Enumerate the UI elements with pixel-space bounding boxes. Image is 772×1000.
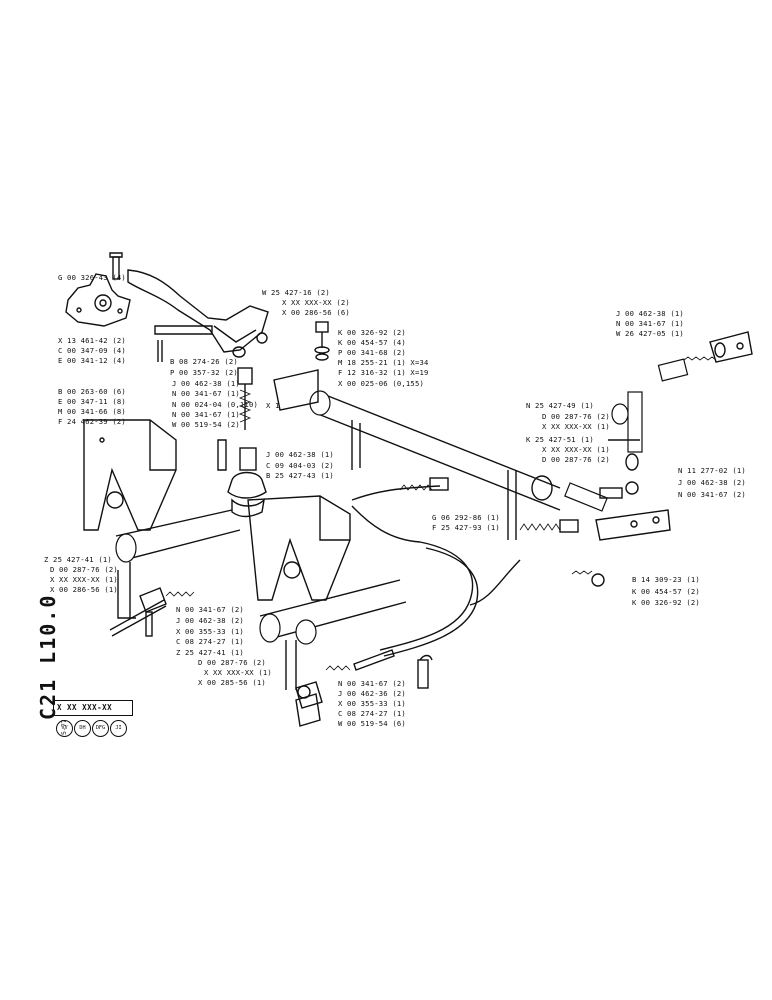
- label-n-00-341-67-b: N 00 341-67 (1): [172, 410, 240, 419]
- centre-shaft: [259, 579, 407, 709]
- label-f-25-427-93: F 25 427-93 (1): [432, 523, 500, 532]
- label-p-00-357-32: P 00 357-32 (2): [170, 368, 238, 377]
- label-n-00-341-67-a: N 00 341-67 (1): [172, 389, 240, 398]
- label-m-00-341-66: M 00 341-66 (8): [58, 407, 126, 416]
- label-b-25-427-43: B 25 427-43 (1): [266, 471, 334, 480]
- label-g-00-326-43: G 00 326-43 (4): [58, 273, 126, 282]
- label-x-00-355-33-a: X 00 355-33 (1): [176, 627, 244, 636]
- label-xx-4: X XX XXX-XX (1): [50, 575, 118, 584]
- label-xx-5: X XX XXX-XX (1): [204, 668, 272, 677]
- label-b-08-274-26: B 08 274-26 (2): [170, 357, 238, 366]
- pedal-bracket: [127, 269, 269, 362]
- label-n-11-277-02: N 11 277-02 (1): [678, 466, 746, 475]
- variant-badge-4: JI: [110, 720, 127, 737]
- label-c-00-347-09: C 00 347-09 (4): [58, 346, 126, 355]
- label-j-00-462-38-b: J 00 462-38 (1): [266, 450, 334, 459]
- right-lever: [608, 391, 643, 471]
- label-d-00-287-76-b: D 00 287-76 (2): [542, 455, 610, 464]
- label-b-00-263-60: B 00 263-60 (6): [58, 387, 126, 396]
- left-shaft: [109, 509, 241, 637]
- label-n-00-341-67-d: N 00 341-67 (2): [678, 490, 746, 499]
- label-x1: X 1: [266, 401, 280, 410]
- label-x-00-286-56-b: X 00 286-56 (1): [50, 585, 118, 594]
- label-j-00-462-38-e: J 00 462-38 (2): [176, 616, 244, 625]
- centre-bracket: [247, 495, 351, 601]
- label-x-00-025-06: X 00 025-06 (0,155): [338, 379, 425, 388]
- lower-link: [379, 541, 521, 657]
- label-x-13-461-42: X 13 461-42 (2): [58, 336, 126, 345]
- linkage-rod-main: [351, 477, 449, 543]
- adjust-rod: [657, 331, 753, 382]
- label-e-00-341-12: E 00 341-12 (4): [58, 356, 126, 365]
- label-n-25-427-49: N 25 427-49 (1): [526, 401, 594, 410]
- label-k-00-454-57-b: K 00 454-57 (2): [632, 587, 700, 596]
- label-w-00-519-54-a: W 00 519-54 (2): [172, 420, 240, 429]
- label-k-25-427-51: K 25 427-51 (1): [526, 435, 594, 444]
- label-n-00-341-67-f: N 00 341-67 (2): [338, 679, 406, 688]
- right-spring-bolt: [519, 519, 605, 587]
- label-p-00-341-68: P 00 341-68 (2): [338, 348, 406, 357]
- label-c-09-404-03: C 09 404-03 (2): [266, 461, 334, 470]
- label-d-00-287-76-d: D 00 287-76 (2): [198, 658, 266, 667]
- label-z-25-427-41-b: Z 25 427-41 (1): [176, 648, 244, 657]
- variant-badge-3: DFG: [92, 720, 109, 737]
- label-x-00-355-33-b: X 00 355-33 (1): [338, 699, 406, 708]
- reference-number: X XX XXX-XX: [57, 703, 113, 712]
- label-k-00-326-92-top: K 00 326-92 (2): [338, 328, 406, 337]
- reference-box: X XX XXX-XX: [53, 700, 133, 716]
- label-c-08-274-27-b: C 08 274-27 (1): [338, 709, 406, 718]
- label-w-26-427-05: W 26 427-05 (1): [616, 329, 684, 338]
- label-xx-2: X XX XXX-XX (1): [542, 422, 610, 431]
- label-z-25-427-41-a: Z 25 427-41 (1): [44, 555, 112, 564]
- label-xx-1: X XX XXX-XX (2): [282, 298, 350, 307]
- label-xx-3: X XX XXX-XX (1): [542, 445, 610, 454]
- label-j-00-462-38-c: J 00 462-38 (1): [616, 309, 684, 318]
- label-w-25-427-16: W 25 427-16 (2): [262, 288, 330, 297]
- label-j-00-462-38-d: J 00 462-38 (2): [678, 478, 746, 487]
- spring-clevis: [217, 367, 267, 518]
- label-j-00-462-38-a: J 00 462-38 (1): [172, 379, 240, 388]
- label-m-18-255-21: M 18 255-21 (1) X=34: [338, 358, 429, 367]
- label-d-00-287-76-a: D 00 287-76 (2): [542, 412, 610, 421]
- bolt-stack-upper: [314, 321, 330, 361]
- label-d-00-287-76-c: D 00 287-76 (2): [50, 565, 118, 574]
- label-f-12-316-32: F 12 316-32 (1) X=19: [338, 368, 429, 377]
- variant-badge-1: VV: [56, 720, 73, 737]
- bearing-block: [65, 252, 131, 327]
- clevis-pins: [145, 611, 433, 727]
- label-c-08-274-27-a: C 08 274-27 (1): [176, 637, 244, 646]
- label-n-00-341-67-e: N 00 341-67 (2): [176, 605, 244, 614]
- label-b-14-309-23: B 14 309-23 (1): [632, 575, 700, 584]
- label-w-00-519-54-b: W 00 519-54 (6): [338, 719, 406, 728]
- label-n-00-024-04: N 00 024-04 (0,110): [172, 400, 259, 409]
- left-bracket: [83, 419, 177, 531]
- label-x-00-286-56: X 00 286-56 (6): [282, 308, 350, 317]
- label-n-00-341-67-c: N 00 341-67 (1): [616, 319, 684, 328]
- label-k-00-326-92-b: K 00 326-92 (2): [632, 598, 700, 607]
- variant-badge-2: DH: [74, 720, 91, 737]
- upper-shaft: [273, 369, 561, 511]
- label-x-00-285-56: X 00 285-56 (1): [198, 678, 266, 687]
- label-k-00-454-57-top: K 00 454-57 (4): [338, 338, 406, 347]
- label-g-06-292-86: G 06 292-86 (1): [432, 513, 500, 522]
- label-f-24-462-39: F 24 462-39 (2): [58, 417, 126, 426]
- label-j-00-462-36: J 00 462-36 (2): [338, 689, 406, 698]
- right-bracket: [507, 470, 671, 541]
- label-e-00-347-11: E 00 347-11 (8): [58, 397, 126, 406]
